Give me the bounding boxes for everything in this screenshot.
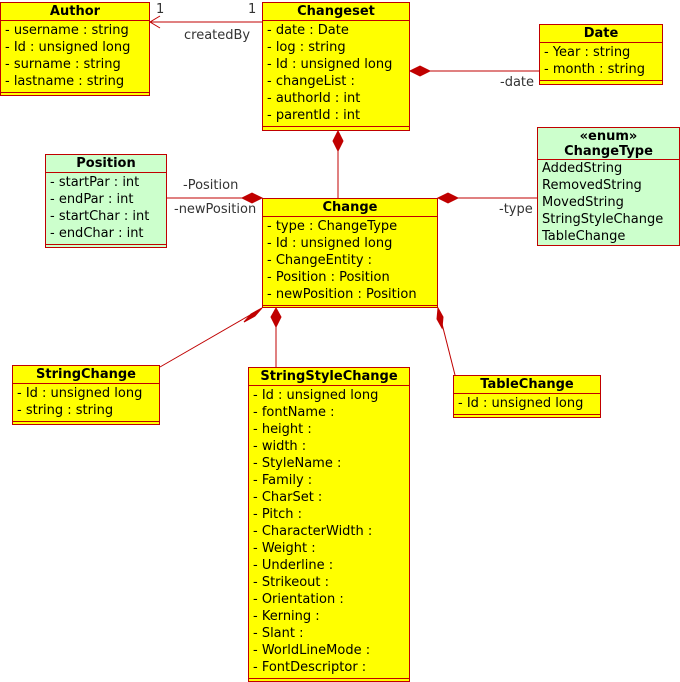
attribute: - endPar : int bbox=[50, 192, 134, 207]
attribute: - string : string bbox=[17, 403, 114, 418]
edge-change-stringchange bbox=[159, 310, 258, 368]
attribute: - fontName : bbox=[253, 405, 335, 420]
class-change[interactable]: Change - type : ChangeType - Id : unsign… bbox=[262, 198, 438, 308]
attribute: - Strikeout : bbox=[253, 575, 329, 590]
attribute-list: - Id : unsigned long - fontName : - heig… bbox=[249, 386, 409, 679]
attribute: - type : ChangeType bbox=[267, 219, 398, 234]
arrowhead-author bbox=[149, 15, 161, 29]
attribute: - date : Date bbox=[267, 23, 349, 38]
class-position[interactable]: Position - startPar : int - endPar : int… bbox=[45, 154, 167, 248]
class-name: Changeset bbox=[263, 3, 409, 21]
new-position-role-label: -newPosition bbox=[174, 202, 257, 217]
attribute: - Underline : bbox=[253, 558, 334, 573]
class-stringstylechange[interactable]: StringStyleChange - Id : unsigned long -… bbox=[248, 367, 410, 682]
attribute: - month : string bbox=[544, 62, 645, 77]
attribute-list: - Id : unsigned long bbox=[454, 394, 600, 415]
enum-literal: TableChange bbox=[542, 229, 626, 244]
enum-literal: StringStyleChange bbox=[542, 212, 664, 227]
class-name: ChangeType bbox=[564, 144, 653, 159]
type-role-label: -type bbox=[499, 202, 533, 217]
diamond-change-stringstylechange bbox=[270, 306, 282, 329]
enum-literal: AddedString bbox=[542, 161, 623, 176]
position-role-label: -Position bbox=[183, 178, 239, 193]
enum-changetype[interactable]: «enum» ChangeType AddedString RemovedStr… bbox=[537, 127, 680, 246]
diamond-position-change bbox=[240, 192, 264, 204]
attribute: - Position : Position bbox=[267, 270, 390, 285]
attribute: - Year : string bbox=[544, 45, 631, 60]
class-name: StringChange bbox=[13, 366, 159, 384]
attribute: - height : bbox=[253, 422, 312, 437]
attribute-list: - Id : unsigned long - string : string bbox=[13, 384, 159, 422]
attribute: - Id : unsigned long bbox=[267, 236, 393, 251]
attribute-list: - startPar : int - endPar : int - startC… bbox=[46, 173, 166, 245]
diamond-changeset-date bbox=[408, 65, 432, 77]
class-stringchange[interactable]: StringChange - Id : unsigned long - stri… bbox=[12, 365, 160, 425]
attribute: - Orientation : bbox=[253, 592, 344, 607]
attribute: - Id : unsigned long bbox=[458, 396, 584, 411]
attribute: - surname : string bbox=[5, 57, 121, 72]
class-date[interactable]: Date - Year : string - month : string bbox=[539, 24, 663, 85]
attribute: - width : bbox=[253, 439, 307, 454]
attribute-list: - Year : string - month : string bbox=[540, 43, 662, 81]
author-multiplicity: 1 bbox=[156, 2, 165, 17]
attribute: - Slant : bbox=[253, 626, 304, 641]
attribute-list: - date : Date - log : string - Id : unsi… bbox=[263, 21, 409, 127]
enum-literal: MovedString bbox=[542, 195, 624, 210]
diamond-changeset-change bbox=[332, 129, 344, 153]
attribute: - Id : unsigned long bbox=[253, 388, 379, 403]
attribute: - lastname : string bbox=[5, 74, 125, 89]
class-name: TableChange bbox=[454, 376, 600, 394]
enum-stereotype: «enum» bbox=[579, 129, 638, 144]
diamond-changetype-change bbox=[436, 192, 460, 204]
attribute: - Weight : bbox=[253, 541, 316, 556]
attribute: - ChangeEntity : bbox=[267, 253, 373, 268]
attribute: - endChar : int bbox=[50, 226, 144, 241]
attribute-list: - username : string - Id : unsigned long… bbox=[1, 21, 149, 93]
diamond-change-stringchange bbox=[243, 307, 263, 323]
attribute: - changeList : bbox=[267, 74, 355, 89]
attribute: - startChar : int bbox=[50, 209, 150, 224]
attribute: - CharSet : bbox=[253, 490, 323, 505]
attribute: - Id : unsigned long bbox=[17, 386, 143, 401]
class-name: StringStyleChange bbox=[249, 368, 409, 386]
attribute: - StyleName : bbox=[253, 456, 342, 471]
enum-header: «enum» ChangeType bbox=[538, 128, 679, 160]
class-tablechange[interactable]: TableChange - Id : unsigned long bbox=[453, 375, 601, 418]
date-role-label: -date bbox=[500, 75, 535, 90]
changeset-multiplicity: 1 bbox=[248, 2, 257, 17]
attribute: - log : string bbox=[267, 40, 346, 55]
class-changeset[interactable]: Changeset - date : Date - log : string -… bbox=[262, 2, 410, 131]
attribute: - newPosition : Position bbox=[267, 287, 417, 302]
class-name: Date bbox=[540, 25, 662, 43]
created-by-label: createdBy bbox=[184, 28, 251, 43]
class-name: Change bbox=[263, 199, 437, 217]
attribute: - authorId : int bbox=[267, 91, 361, 106]
attribute: - parentId : int bbox=[267, 108, 361, 123]
diamond-change-tablechange bbox=[436, 306, 444, 330]
attribute: - Family : bbox=[253, 473, 313, 488]
class-author[interactable]: Author - username : string - Id : unsign… bbox=[0, 2, 150, 96]
attribute: - Kerning : bbox=[253, 609, 320, 624]
attribute: - Id : unsigned long bbox=[267, 57, 393, 72]
enum-literal: RemovedString bbox=[542, 178, 642, 193]
attribute-list: - type : ChangeType - Id : unsigned long… bbox=[263, 217, 437, 306]
attribute: - Pitch : bbox=[253, 507, 302, 522]
attribute: - CharacterWidth : bbox=[253, 524, 373, 539]
attribute: - startPar : int bbox=[50, 175, 140, 190]
attribute: - WorldLineMode : bbox=[253, 643, 371, 658]
attribute: - username : string bbox=[5, 23, 129, 38]
attribute: - FontDescriptor : bbox=[253, 660, 367, 675]
attribute: - Id : unsigned long bbox=[5, 40, 131, 55]
class-name: Position bbox=[46, 155, 166, 173]
class-name: Author bbox=[1, 3, 149, 21]
